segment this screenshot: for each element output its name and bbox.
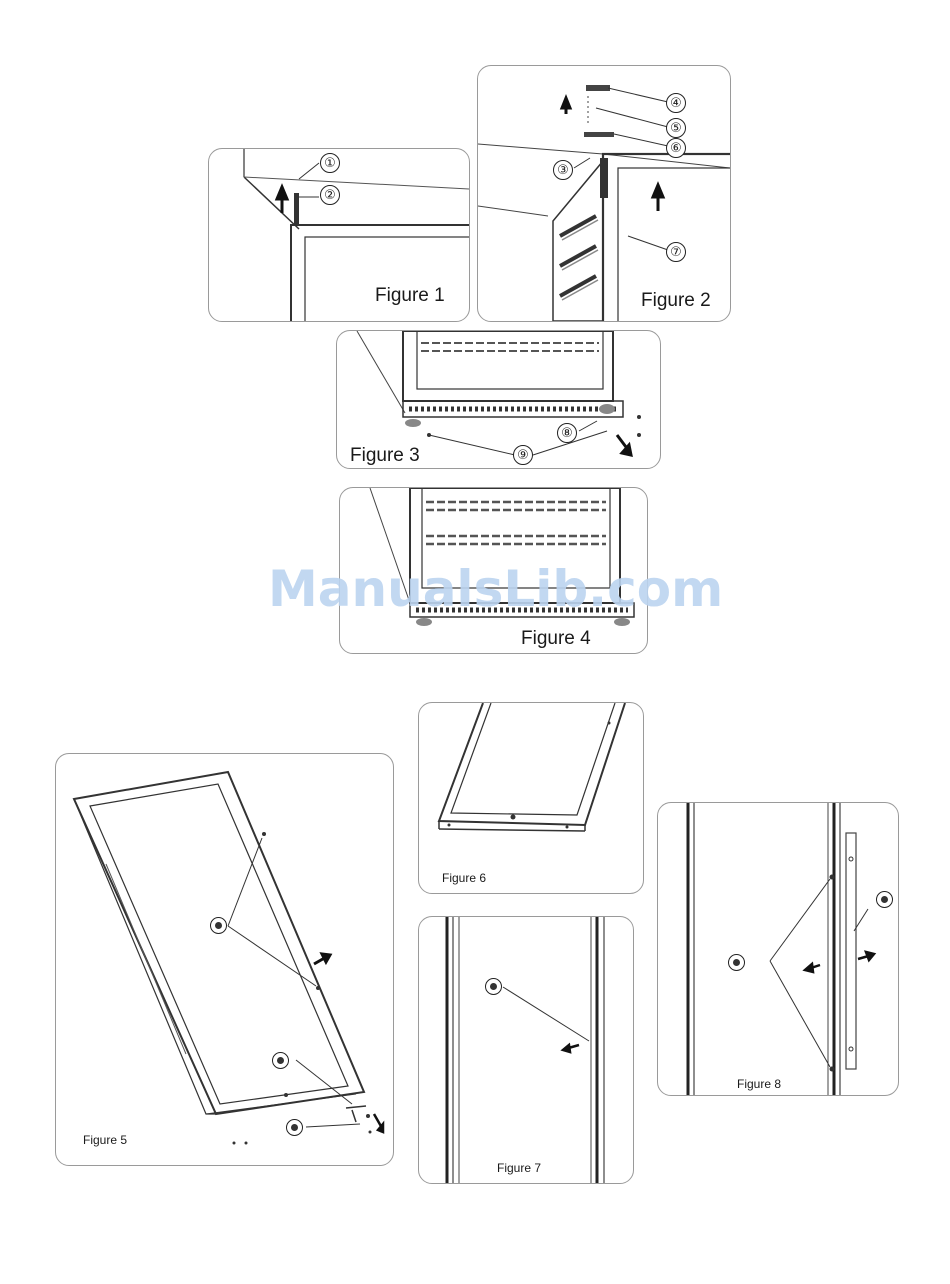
figure-7-drawing — [419, 917, 633, 1183]
figure-5-caption: Figure 5 — [83, 1133, 127, 1147]
figure-5-panel: Figure 5 — [55, 753, 394, 1166]
callout-marker-5b — [272, 1052, 289, 1069]
figure-4-caption: Figure 4 — [521, 628, 591, 650]
callout-marker-8b — [876, 891, 893, 908]
figure-5-drawing — [56, 754, 393, 1165]
figure-2-drawing — [478, 66, 730, 321]
figure-6-panel: Figure 6 — [418, 702, 644, 894]
figure-6-drawing — [419, 703, 643, 893]
figure-1-panel: ① ② Figure 1 — [208, 148, 470, 322]
callout-4: ④ — [666, 93, 686, 113]
callout-7: ⑦ — [666, 242, 686, 262]
callout-marker-7 — [485, 978, 502, 995]
figure-8-panel: Figure 8 — [657, 802, 899, 1096]
figure-4-panel: Figure 4 — [339, 487, 648, 654]
callout-8: ⑧ — [557, 423, 577, 443]
callout-9: ⑨ — [513, 445, 533, 465]
callout-1: ① — [320, 153, 340, 173]
figure-2-panel: ④ ⑤ ⑥ ③ ⑦ Figure 2 — [477, 65, 731, 322]
callout-marker-5c — [286, 1119, 303, 1136]
callout-2: ② — [320, 185, 340, 205]
callout-marker-5a — [210, 917, 227, 934]
callout-5: ⑤ — [666, 118, 686, 138]
figure-6-caption: Figure 6 — [442, 871, 486, 885]
figure-8-caption: Figure 8 — [737, 1077, 781, 1091]
callout-marker-8a — [728, 954, 745, 971]
figure-2-caption: Figure 2 — [641, 290, 711, 312]
figure-3-caption: Figure 3 — [350, 445, 420, 467]
callout-3: ③ — [553, 160, 573, 180]
figure-3-panel: ⑧ ⑨ Figure 3 — [336, 330, 661, 469]
figure-7-caption: Figure 7 — [497, 1161, 541, 1175]
callout-6: ⑥ — [666, 138, 686, 158]
figure-7-panel: Figure 7 — [418, 916, 634, 1184]
figure-4-drawing — [340, 488, 647, 653]
figure-1-caption: Figure 1 — [375, 285, 445, 307]
figure-8-drawing — [658, 803, 898, 1095]
